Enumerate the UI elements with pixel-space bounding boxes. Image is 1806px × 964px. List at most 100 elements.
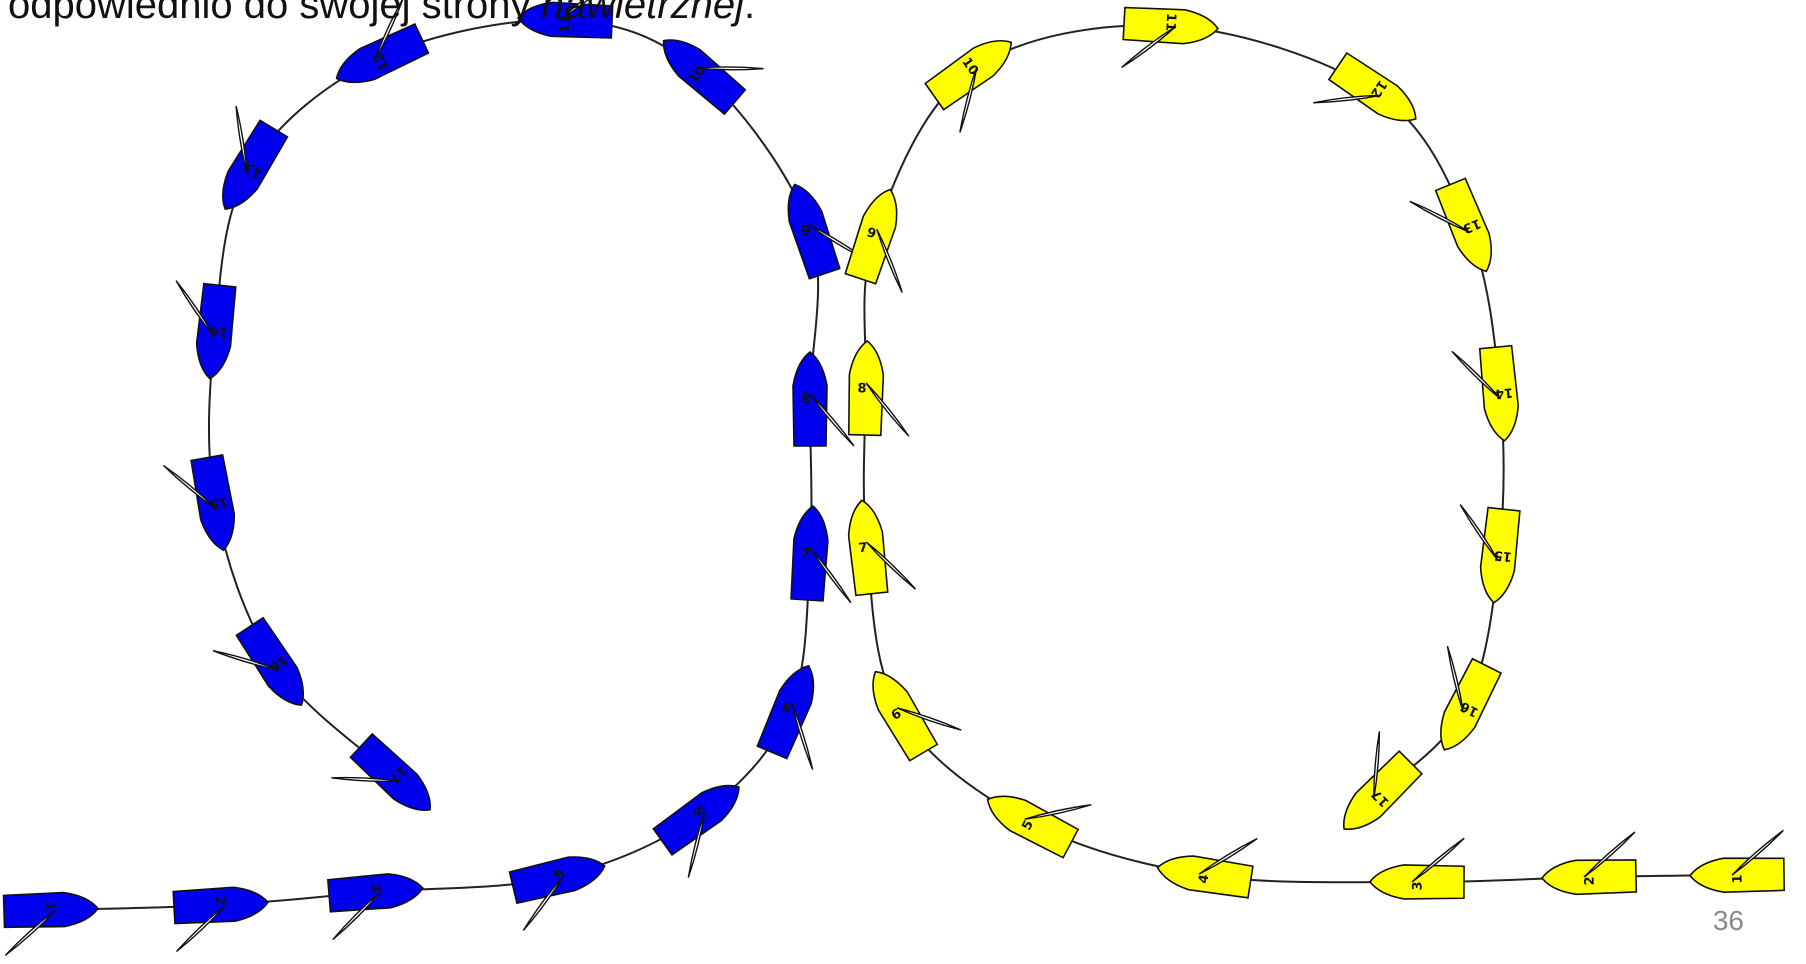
- blue-boat-number: 14: [209, 323, 229, 340]
- blue-boat-number: 9: [800, 223, 813, 240]
- blue-boat-3: 3: [326, 873, 424, 941]
- blue-boat-2: 2: [172, 886, 269, 953]
- blue-boat-15: 15: [163, 453, 236, 552]
- blue-boat-sail: [332, 890, 382, 941]
- yellow-boat-hull: [986, 795, 1080, 859]
- slide-text-line: odpowiednio do swojej strony nawietrznej…: [8, 0, 755, 32]
- blue-boat-4: 4: [508, 856, 606, 931]
- blue-boat-sail: [809, 547, 852, 604]
- blue-boat-number: 3: [367, 883, 383, 893]
- yellow-boat-sail: [1446, 645, 1464, 713]
- yellow-boat-hull: [1368, 864, 1465, 900]
- blue-boat-hull: [235, 616, 305, 706]
- blue-boat-hull: [508, 856, 606, 905]
- yellow-boat-hull: [847, 340, 885, 437]
- blue-boat-sail: [163, 464, 217, 510]
- slide-text-start: odpowiednio do swojej strony: [8, 0, 542, 27]
- blue-boat-hull: [792, 350, 828, 447]
- yellow-boat-hull: [1122, 6, 1219, 45]
- blue-boat-hull: [326, 873, 424, 913]
- yellow-boat-number: 3: [1410, 881, 1425, 890]
- slide-text-italic: nawietrznej: [541, 0, 744, 27]
- blue-boat-hull: [222, 119, 289, 210]
- yellow-boat-13: 13: [1409, 177, 1493, 273]
- blue-boat-number: 15: [209, 493, 229, 511]
- yellow-boat-hull: [872, 670, 939, 762]
- blue-boat-11: 11: [517, 0, 615, 39]
- blue-boat-17: 17: [331, 732, 432, 811]
- yellow-boat-number: 1: [1730, 874, 1745, 883]
- blue-boat-hull: [787, 183, 841, 280]
- blue-boat-sail: [175, 280, 215, 338]
- blue-boat-sail: [4, 909, 57, 956]
- yellow-boat-sail: [1373, 731, 1381, 800]
- yellow-boat-hull: [1440, 657, 1503, 751]
- yellow-boat-3: 3: [1368, 837, 1465, 900]
- blue-boat-13: 13: [222, 105, 289, 210]
- blue-boat-8: 8: [792, 350, 855, 447]
- blue-boat-number: 2: [212, 896, 227, 906]
- yellow-boat-hull: [924, 40, 1012, 111]
- yellow-boat-hull: [1479, 506, 1521, 604]
- yellow-boat-9: 9: [844, 188, 903, 293]
- yellow-boat-sail: [1451, 350, 1502, 400]
- blue-boat-10: 10: [662, 39, 764, 116]
- blue-boat-sail: [809, 393, 855, 447]
- yellow-boat-17: 17: [1342, 731, 1423, 831]
- blue-boat-sail: [212, 650, 279, 671]
- blue-boat-track: [49, 18, 820, 911]
- yellow-boat-8: 8: [847, 340, 910, 437]
- blue-boat-hull: [349, 732, 432, 811]
- page-number: 36: [1712, 905, 1744, 936]
- blue-boat-hull: [790, 505, 829, 602]
- blue-boat-sail: [687, 811, 706, 878]
- yellow-boat-sail: [876, 228, 903, 293]
- yellow-boat-1: 1: [1688, 829, 1786, 893]
- yellow-boat-number: 4: [1196, 873, 1212, 884]
- yellow-boat-6: 6: [872, 670, 962, 762]
- blue-boat-hull: [652, 784, 740, 856]
- yellow-boat-number: 15: [1493, 547, 1513, 564]
- blue-boat-6: 6: [756, 664, 815, 770]
- yellow-boat-number: 11: [1162, 13, 1178, 32]
- blue-boat-number: 4: [549, 867, 566, 879]
- blue-boat-hull: [756, 664, 815, 760]
- blue-boat-16: 16: [212, 616, 305, 706]
- blue-boat-14: 14: [175, 280, 237, 380]
- slide-text-end: .: [743, 0, 756, 27]
- yellow-boat-sail: [959, 66, 978, 133]
- yellow-boat-number: 16: [1458, 698, 1481, 720]
- blue-boat-sail: [695, 66, 764, 71]
- blue-boat-number: 12: [371, 50, 392, 73]
- yellow-boat-sail: [1409, 200, 1471, 234]
- yellow-boat-hull: [1478, 344, 1520, 442]
- blue-boat-sail: [235, 105, 248, 174]
- yellow-boat-2: 2: [1541, 831, 1638, 896]
- yellow-boat-sail: [1121, 25, 1177, 69]
- blue-boat-sail: [176, 904, 227, 953]
- blue-boat-sail: [522, 875, 565, 931]
- blue-boat-sail: [373, 0, 404, 61]
- blue-boat-sail: [791, 704, 814, 770]
- yellow-boat-sail: [1198, 837, 1258, 875]
- yellow-boat-sail: [865, 382, 910, 437]
- blue-boat-number: 7: [801, 546, 811, 562]
- yellow-boat-7: 7: [847, 499, 917, 597]
- yellow-boat-hull: [847, 499, 889, 597]
- blue-boat-number: 8: [801, 393, 810, 408]
- blue-boat-number: 11: [558, 15, 574, 34]
- yellow-boat-sail: [1024, 804, 1092, 820]
- yellow-boat-hull: [1688, 857, 1786, 893]
- yellow-boat-15: 15: [1459, 504, 1521, 604]
- yellow-boat-number: 7: [858, 540, 869, 556]
- blue-boat-hull: [335, 22, 430, 84]
- blue-boat-hull: [517, 1, 614, 39]
- yellow-boat-4: 4: [1156, 837, 1258, 899]
- blue-boat-1: 1: [2, 891, 99, 956]
- blue-boat-12: 12: [335, 0, 430, 84]
- yellow-boat-sail: [1731, 829, 1784, 876]
- yellow-boat-hull: [1541, 859, 1638, 896]
- yellow-boat-sail: [865, 541, 917, 590]
